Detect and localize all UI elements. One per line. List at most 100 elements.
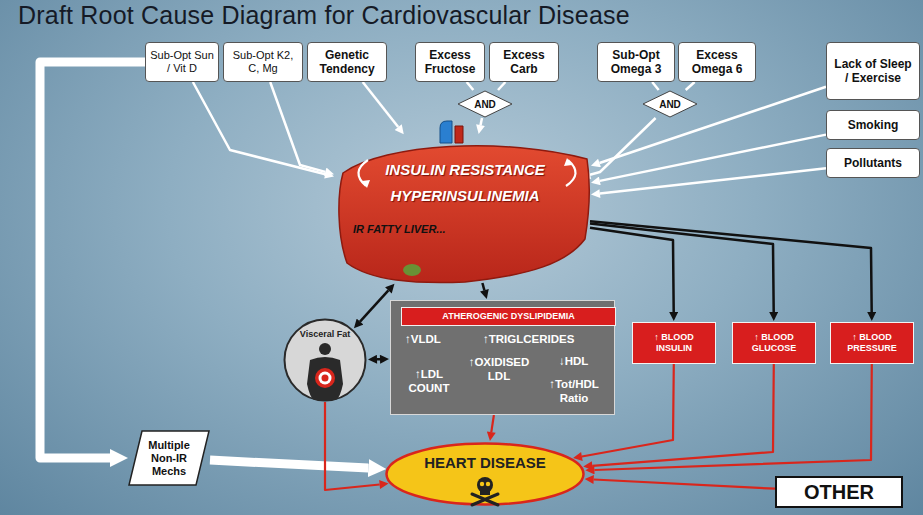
connector-arrow [594,480,775,489]
para-fill [129,431,209,485]
ellipse-outline [385,442,585,506]
dyslipidemia-panel: ↑VLDL↑TRIGLCERIDES↑OXIDISED LDL↓HDL↑LDL … [390,300,615,415]
connector-arrow [360,290,388,321]
node-text: AND [642,99,698,110]
node-text: AND [457,99,513,110]
diamond-fill [458,91,512,117]
target [322,375,329,382]
text-wrap: ↑ BLOOD PRESSURE [835,332,909,354]
body-torso [307,357,343,400]
text-wrap: Excess Omega 6 [683,48,751,76]
node-text: Sub-Opt Omega 3 [602,48,670,76]
and-diamond: AND [457,90,513,118]
node-text: ↑ BLOOD PRESSURE [835,332,909,354]
connector-arrow [686,82,695,90]
connector-arrow [600,168,826,193]
connector-arrow [594,364,871,470]
connector-arrow [363,82,399,127]
node-text: ↓HDL [559,355,588,367]
vessel [440,121,452,143]
liver-outline [335,135,590,283]
node-text: Multiple Non-IR Mechs [142,439,196,478]
connector-arrow [652,82,659,90]
node-text: ↑Tot/HDL Ratio [539,377,609,405]
node-text: ↑ BLOOD INSULIN [637,332,711,354]
cause-box: Pollutants [826,148,920,178]
connector-arrow [40,62,145,458]
liver-shape: INSULIN RESISTANCEHYPERINSULINEMIAIR FAT… [335,135,590,283]
node-text: IR FATTY LIVER... [353,223,483,235]
connector-arrow [491,415,494,432]
text-wrap: Lack of Sleep / Exercise [831,57,915,85]
cause-box: Sub-Opt Omega 3 [597,42,675,82]
node-text: Genetic Tendency [312,48,382,76]
text-wrap: Pollutants [831,156,915,170]
node-text: HEART DISEASE [385,454,585,471]
text-wrap: Smoking [831,118,915,132]
cause-box: Sub-Opt Sun / Vit D [145,42,219,82]
cause-box: Genetic Tendency [307,42,387,82]
cycle-arrow [564,158,572,166]
cause-box: Lack of Sleep / Exercise [826,42,920,100]
skull [480,489,490,495]
text-wrap: ↑ BLOOD GLUCOSE [737,332,811,354]
liver-fill [339,146,589,283]
cause-box: Sub-Opt K2, C, Mg [223,42,303,82]
ellipse-fill [387,444,584,505]
mechanism-box: Multiple Non-IR Mechs [128,430,210,486]
text-wrap: Genetic Tendency [312,48,382,76]
node-text: INSULIN RESISTANCE [355,161,575,178]
other-box: OTHER [775,476,903,508]
cause-box: Excess Omega 6 [678,42,756,82]
diagram-title: Draft Root Cause Diagram for Cardiovascu… [18,1,630,30]
node-text: Excess Fructose [420,48,480,76]
connector-arrow [600,87,827,163]
connector-arrow [590,221,872,312]
connector-arrow [210,460,368,468]
text-wrap: Sub-Opt K2, C, Mg [228,49,298,75]
skull-eye [480,482,484,486]
node-text: Visceral Fat [283,329,367,339]
cause-box: Excess Carb [489,42,559,82]
node-text: Lack of Sleep / Exercise [831,57,915,85]
target [319,372,332,385]
marker-box: ↑ BLOOD INSULIN [632,322,716,364]
text-wrap: ATHEROGENIC DYSLIPIDEMIA [402,311,615,322]
target [315,368,335,388]
connector-arrow [377,358,380,361]
node-text: Sub-Opt Sun / Vit D [150,49,214,75]
text-wrap: Excess Fructose [420,48,480,76]
text-wrap: Multiple Non-IR Mechs [142,439,196,478]
connector-arrow [600,135,826,181]
text-wrap: Sub-Opt Omega 3 [602,48,670,76]
skull-eye [486,482,490,486]
connector-arrow [467,82,474,90]
visceral-fat-circle: Visceral Fat [283,318,367,402]
node-text: Excess Omega 6 [683,48,751,76]
node-text: ↑LDL COUNT [401,367,457,395]
gall-bladder [403,264,421,276]
panel-heading: ATHEROGENIC DYSLIPIDEMIA [401,307,616,326]
text-wrap: AND [642,99,698,110]
marker-box: ↑ BLOOD GLUCOSE [732,322,816,364]
marker-box: ↑ BLOOD PRESSURE [830,322,914,364]
crossbone [472,494,498,505]
node-text: OTHER [777,480,901,504]
node-text: Sub-Opt K2, C, Mg [228,49,298,75]
node-text: ↑OXIDISED LDL [457,355,541,383]
skull [477,477,493,493]
text-wrap: AND [457,99,513,110]
connector-arrow [270,82,325,172]
node-text: Excess Carb [494,48,554,76]
node-text: Pollutants [831,156,915,170]
text-wrap: ↑ BLOOD INSULIN [637,332,711,354]
text-wrap: Excess Carb [494,48,554,76]
diamond-fill [643,91,697,117]
connector-arrow [592,364,774,466]
cause-box: Smoking [826,110,920,140]
node-text: ↑VLDL [405,333,441,345]
and-diamond: AND [642,90,698,118]
connector-arrow [498,82,505,90]
node-text: ATHEROGENIC DYSLIPIDEMIA [402,311,615,322]
